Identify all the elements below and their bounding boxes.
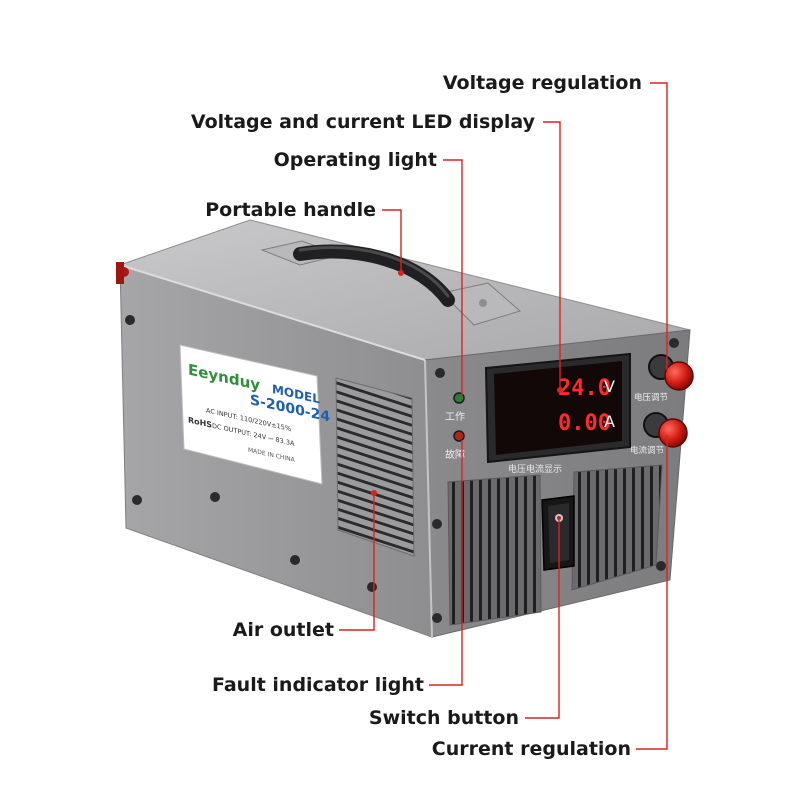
current-unit: A — [604, 412, 615, 431]
voltage-reading: 24.0 — [558, 376, 611, 401]
fault-indicator-light — [453, 430, 465, 442]
callout-switch-button: Switch button — [368, 707, 519, 729]
display-caption: 电压电流显示 — [508, 463, 562, 475]
callout-led-display: Voltage and current LED display — [190, 111, 535, 133]
led-display-screen — [494, 361, 622, 455]
callout-current-regulation: Current regulation — [431, 738, 631, 760]
voltage-regulation-knob — [664, 361, 694, 391]
callout-portable-handle: Portable handle — [205, 199, 376, 221]
leader-switch-button — [525, 518, 560, 719]
label-plate-bg — [179, 344, 323, 485]
leader-lines — [339, 82, 668, 750]
leader-air-outlet — [339, 493, 375, 631]
current-knob-label: 电流调节 — [630, 445, 665, 456]
leader-portable-handle — [382, 209, 402, 273]
current-reading: 0.00 — [558, 411, 611, 436]
handle-grip — [293, 244, 455, 307]
current-regulation-knob — [658, 418, 688, 448]
voltage-knob-label: 电压调节 — [634, 392, 669, 403]
voltage-unit: V — [604, 377, 615, 396]
leader-led-display — [543, 121, 561, 390]
callout-fault-indicator-light: Fault indicator light — [211, 674, 424, 696]
front-vent-left — [447, 474, 542, 626]
callout-air-outlet: Air outlet — [232, 619, 334, 641]
leader-current-regulation — [636, 435, 668, 750]
callout-operating-light: Operating light — [273, 149, 437, 171]
leader-fault-indicator — [429, 440, 463, 686]
leader-operating-light — [443, 159, 463, 396]
fault-label: 故障 — [445, 448, 465, 461]
callout-voltage-regulation: Voltage regulation — [442, 72, 642, 94]
leader-voltage-regulation — [650, 82, 668, 370]
work-label: 工作 — [445, 411, 465, 423]
air-outlet-vent — [335, 377, 415, 557]
